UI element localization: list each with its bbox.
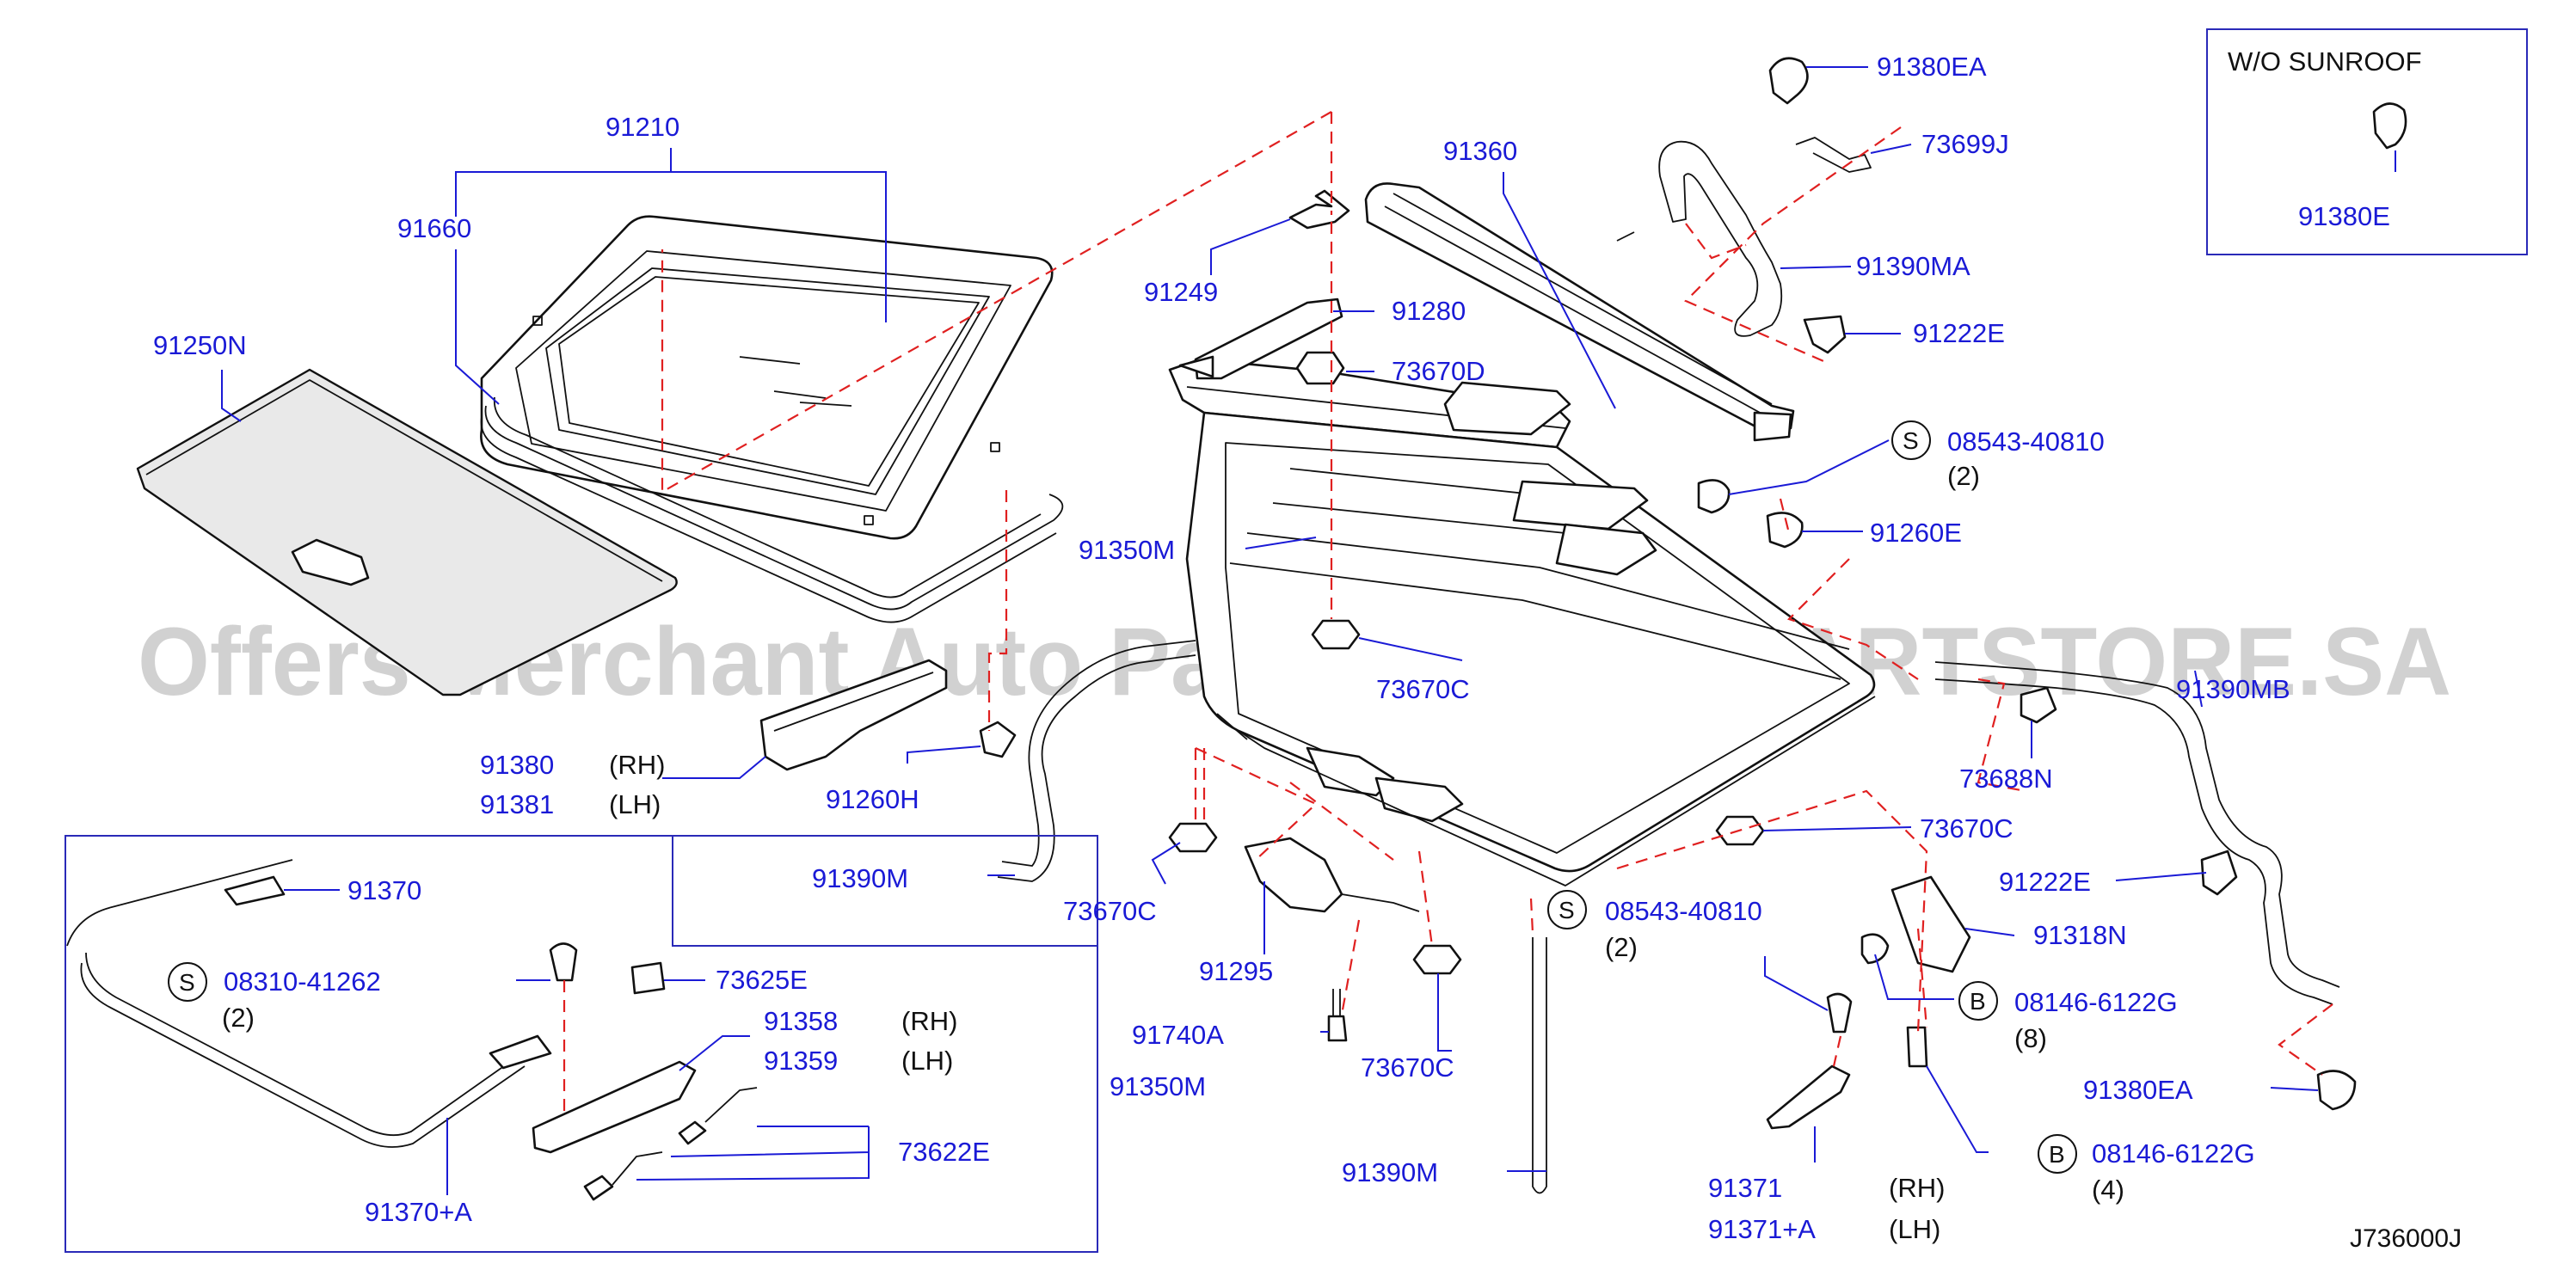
label-08543-bot[interactable]: 08543-40810 <box>1605 896 1762 926</box>
qty-08310: (2) <box>222 1003 255 1033</box>
label-91350m-main[interactable]: 91350M <box>1079 535 1175 565</box>
label-91250n[interactable]: 91250N <box>153 330 247 360</box>
label-91260e[interactable]: 91260E <box>1870 518 1962 548</box>
sunroof-glass-assembly <box>480 215 1064 623</box>
drain-hoses <box>997 140 2340 1194</box>
label-91350m-box[interactable]: 91350M <box>1110 1071 1206 1101</box>
label-08146-b[interactable]: 08146-6122G <box>2092 1138 2255 1169</box>
label-91370[interactable]: 91370 <box>347 875 421 905</box>
label-91390m-bot[interactable]: 91390M <box>1342 1157 1438 1187</box>
label-91381[interactable]: 91381 <box>480 789 554 819</box>
lower-subassembly <box>66 859 758 1201</box>
diagram-reference: J736000J <box>2350 1224 2462 1253</box>
screw-marker-top: S <box>1903 427 1919 454</box>
side-91380: (RH) <box>609 750 665 780</box>
bolt-marker-a: B <box>1970 988 1986 1015</box>
label-91380[interactable]: 91380 <box>480 750 554 780</box>
label-91380ea-bot[interactable]: 91380EA <box>2083 1075 2193 1105</box>
label-91390ma[interactable]: 91390MA <box>1856 251 1970 281</box>
label-91260h[interactable]: 91260H <box>826 784 919 814</box>
circle-markers: S S S B B <box>168 420 2077 1174</box>
label-08543-top[interactable]: 08543-40810 <box>1947 426 2105 457</box>
label-73622e[interactable]: 73622E <box>898 1137 990 1167</box>
subassembly-box <box>65 835 1098 1253</box>
label-08310[interactable]: 08310-41262 <box>224 966 381 997</box>
qty-08543-top: (2) <box>1947 461 1980 491</box>
screw-marker-bottom: S <box>1559 897 1575 923</box>
label-91390mb[interactable]: 91390MB <box>2176 674 2290 704</box>
label-91358[interactable]: 91358 <box>764 1006 838 1036</box>
label-91249[interactable]: 91249 <box>1144 277 1218 307</box>
label-73625e[interactable]: 73625E <box>716 965 808 995</box>
side-91371a: (LH) <box>1889 1214 1940 1244</box>
guide-lines <box>563 111 2333 1118</box>
side-91381: (LH) <box>609 789 661 819</box>
sunshade-panel <box>136 368 678 696</box>
label-73670c-mid[interactable]: 73670C <box>1376 674 1470 704</box>
label-91280[interactable]: 91280 <box>1392 296 1466 326</box>
label-73670c-left[interactable]: 73670C <box>1063 896 1157 926</box>
label-91390m-left[interactable]: 91390M <box>812 863 908 893</box>
qty-08146-b: (4) <box>2092 1175 2124 1205</box>
label-91371[interactable]: 91371 <box>1708 1173 1782 1203</box>
qty-08146-a: (8) <box>2014 1023 2047 1053</box>
label-91380ea-top[interactable]: 91380EA <box>1877 52 1987 82</box>
label-08146-a[interactable]: 08146-6122G <box>2014 987 2178 1017</box>
side-91359: (LH) <box>901 1046 953 1076</box>
leader-lines <box>221 66 2396 1195</box>
label-91371a[interactable]: 91371+A <box>1708 1214 1816 1244</box>
label-91318n[interactable]: 91318N <box>2033 920 2127 950</box>
label-91370a[interactable]: 91370+A <box>365 1197 472 1227</box>
label-91740a[interactable]: 91740A <box>1132 1020 1224 1050</box>
label-91359[interactable]: 91359 <box>764 1046 838 1076</box>
small-parts <box>759 57 2407 1130</box>
screw-marker-box: S <box>179 969 195 996</box>
label-73670c-bot[interactable]: 73670C <box>1361 1052 1454 1083</box>
label-91222e-right[interactable]: 91222E <box>1999 867 2091 897</box>
label-91222e-top[interactable]: 91222E <box>1913 318 2005 348</box>
bolt-marker-b: B <box>2049 1141 2065 1168</box>
sunroof-frame <box>1168 358 1876 886</box>
label-91360[interactable]: 91360 <box>1443 136 1517 166</box>
label-91380e-inset[interactable]: 91380E <box>2298 201 2390 231</box>
label-91295[interactable]: 91295 <box>1199 956 1273 986</box>
without-sunroof-inset <box>2206 28 2528 255</box>
side-91358: (RH) <box>901 1006 957 1036</box>
label-73688n[interactable]: 73688N <box>1959 764 2053 794</box>
label-73670d[interactable]: 73670D <box>1392 356 1485 386</box>
label-91210[interactable]: 91210 <box>606 112 679 142</box>
part-labels: 91210 91660 91250N 91249 91360 91280 736… <box>153 46 2462 1253</box>
label-73699j[interactable]: 73699J <box>1921 129 2009 159</box>
label-91660[interactable]: 91660 <box>397 213 471 243</box>
inset-title: W/O SUNROOF <box>2228 46 2422 77</box>
side-91371: (RH) <box>1889 1173 1945 1203</box>
qty-08543-bot: (2) <box>1605 932 1638 962</box>
wind-deflector <box>1364 182 1795 442</box>
label-73670c-right[interactable]: 73670C <box>1920 813 2013 844</box>
